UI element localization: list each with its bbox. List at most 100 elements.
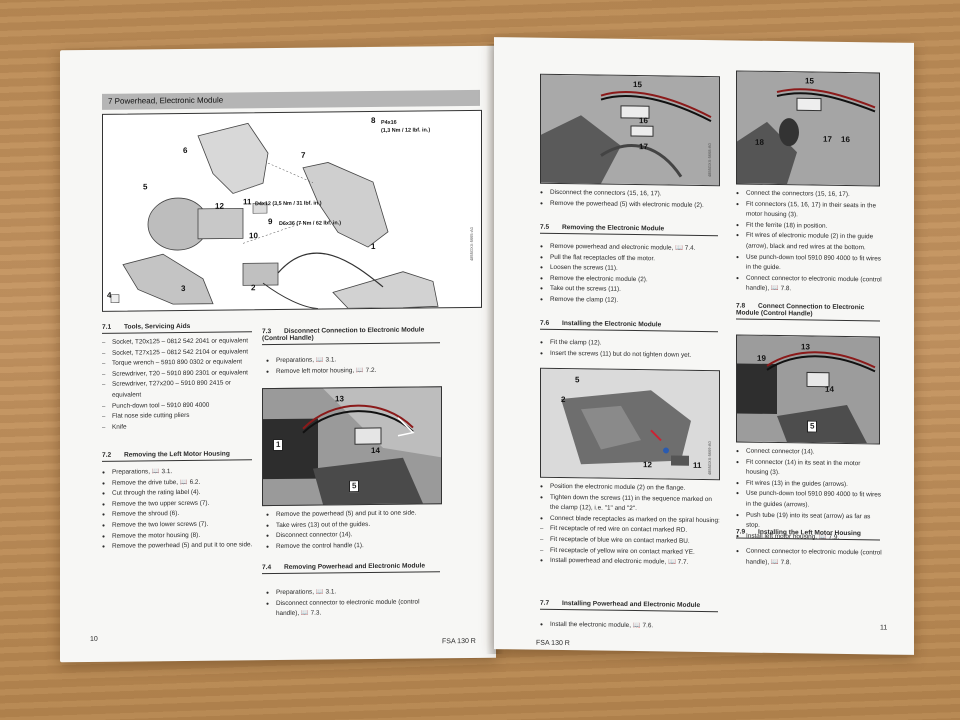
disconnect-steps: Preparations, 📖 3.1. Remove left motor h… xyxy=(266,354,444,377)
fig-callout-6: 6 xyxy=(183,145,188,155)
fig-callout-3: 3 xyxy=(181,283,186,294)
fig-spec-11: D4x12 (3,5 Nm / 31 lbf. in.) xyxy=(255,200,322,208)
fig-spec-9: D6x36 (7 Nm / 62 lbf. in.) xyxy=(279,220,342,227)
tools-list: Socket, T20x125 – 0812 542 2041 or equiv… xyxy=(102,336,257,433)
list-item: Insert the screws (11) but do not tighte… xyxy=(540,348,720,361)
photo-callout-17: 17 xyxy=(823,134,832,144)
photo-callout-17: 17 xyxy=(639,142,648,152)
photo-callout-14: 14 xyxy=(825,384,834,394)
section-title: Tools, Servicing Aids xyxy=(124,322,191,331)
section-number: 7.4 xyxy=(262,564,272,572)
disconnect-steps-after: Remove the powerhead (5) and put it to o… xyxy=(266,508,446,552)
list-item: Connect connector to electronic module (… xyxy=(736,273,882,296)
section-7-1-heading: 7.1 Tools, Servicing Aids xyxy=(102,322,252,334)
list-item: Use punch-down tool 5910 890 4000 to fit… xyxy=(736,252,882,275)
fig-callout-2: 2 xyxy=(251,283,256,293)
photo-code: 4855GXX-5669-A0 xyxy=(707,441,712,476)
list-item: Fit connector (14) in its seat in the mo… xyxy=(736,457,882,480)
right-footer-model: FSA 130 R xyxy=(536,639,570,648)
photo-callout-16: 16 xyxy=(639,116,648,126)
fig-callout-12: 12 xyxy=(215,201,224,211)
fig-spec-8: P4x16 xyxy=(381,119,397,126)
left-footer-model: FSA 130 R xyxy=(442,637,476,646)
install-housing-steps: Connect connector to electronic module (… xyxy=(736,546,882,569)
photo-callout-15: 15 xyxy=(805,76,814,86)
photo-drawing xyxy=(541,74,719,186)
ferrite-photo: 15 18 17 16 xyxy=(736,70,880,187)
photo-callout-14: 14 xyxy=(371,445,380,456)
left-page: 7 Powerhead, Electronic Module xyxy=(60,45,496,663)
exploded-diagram-figure: 6 7 8 P4x16 (1,3 Nm / 12 lbf. in.) 5 12 … xyxy=(102,109,482,312)
photo-callout-15: 15 xyxy=(633,80,642,90)
list-item: Tighten down the screws (11) in the sequ… xyxy=(540,492,720,516)
right-page: 15 16 17 4855GXX-5668-A0 Disconnect the … xyxy=(494,37,914,655)
section-7-9-heading: 7.9 Installing the Left Motor Housing xyxy=(736,528,880,541)
fig-callout-11: 11 xyxy=(243,197,252,207)
connect-connectors-steps: Connect the connectors (15, 16, 17). Fit… xyxy=(736,188,882,296)
control-handle-photo: 13 14 1 5 xyxy=(262,386,442,507)
exploded-diagram-drawing xyxy=(110,122,439,310)
photo-callout-11: 11 xyxy=(693,460,702,470)
photo-callout-19: 19 xyxy=(757,353,766,363)
photo-callout-16: 16 xyxy=(841,134,850,145)
list-item: Remove the powerhead (5) and put it to o… xyxy=(102,540,257,552)
photo-drawing xyxy=(737,335,879,444)
photo-callout-5: 5 xyxy=(807,420,818,433)
connectors-photo: 15 16 17 4855GXX-5668-A0 xyxy=(540,73,720,187)
list-item: Remove left motor housing, 📖 7.2. xyxy=(266,365,444,377)
section-number: 7.9 xyxy=(736,528,746,536)
remove-powerhead-steps: Preparations, 📖 3.1. Disconnect connecto… xyxy=(266,586,444,620)
photo-code: 4855GXX-5668-A0 xyxy=(707,143,712,178)
photo-drawing xyxy=(263,387,441,506)
install-module-steps-after: Position the electronic module (2) on th… xyxy=(540,482,720,569)
connect-handle-photo: 19 13 14 5 xyxy=(736,334,880,445)
section-title: Disconnect Connection to Electronic Modu… xyxy=(262,326,425,343)
section-title: Installing Powerhead and Electronic Modu… xyxy=(562,600,701,609)
list-item: Knife xyxy=(102,421,257,433)
left-page-number: 10 xyxy=(90,635,98,643)
fig-callout-10: 10 xyxy=(249,231,258,241)
section-title: Installing the Left Motor Housing xyxy=(758,528,861,538)
disconnect-connectors-steps: Disconnect the connectors (15, 16, 17). … xyxy=(540,188,720,212)
remove-left-housing-steps: Preparations, 📖 3.1. Remove the drive tu… xyxy=(102,466,257,552)
photo-callout-18: 18 xyxy=(755,137,764,147)
fig-spec-8b: (1,3 Nm / 12 lbf. in.) xyxy=(381,127,431,134)
list-item: Screwdriver, T27x200 – 5910 890 2415 or … xyxy=(102,379,257,402)
photo-callout-5: 5 xyxy=(349,480,360,493)
list-item: Install the electronic module, 📖 7.6. xyxy=(540,620,720,633)
photo-drawing xyxy=(541,368,719,480)
list-item: Remove the powerhead (5) with electronic… xyxy=(540,198,720,211)
right-page-number: 11 xyxy=(880,624,888,632)
fig-callout-4: 4 xyxy=(107,290,112,300)
chapter-heading: 7 Powerhead, Electronic Module xyxy=(102,89,480,110)
install-powerhead-steps: Install the electronic module, 📖 7.6. xyxy=(540,620,720,633)
section-title: Removing the Electronic Module xyxy=(562,224,665,233)
photo-callout-2: 2 xyxy=(561,395,566,405)
section-number: 7.2 xyxy=(102,451,112,459)
remove-module-steps: Remove powerhead and electronic module, … xyxy=(540,242,720,308)
section-title: Removing the Left Motor Housing xyxy=(124,450,230,459)
section-title: Installing the Electronic Module xyxy=(562,320,662,329)
fig-callout-8: 8 xyxy=(371,115,376,126)
photo-callout-1: 1 xyxy=(273,438,284,452)
photo-callout-13: 13 xyxy=(801,342,810,352)
list-item: Connect connector to electronic module (… xyxy=(736,546,882,569)
fig-callout-5: 5 xyxy=(143,182,148,192)
list-item: Remove the control handle (1). xyxy=(266,540,446,552)
section-7-2-heading: 7.2 Removing the Left Motor Housing xyxy=(102,450,252,462)
fig-callout-9: 9 xyxy=(268,217,273,227)
photo-callout-5: 5 xyxy=(575,375,580,385)
section-7-6-heading: 7.6 Installing the Electronic Module xyxy=(540,319,718,333)
fig-callout-1: 1 xyxy=(371,241,376,252)
fig-callout-7: 7 xyxy=(301,150,306,160)
section-number: 7.6 xyxy=(540,319,550,327)
list-item: Install powerhead and electronic module,… xyxy=(540,556,720,569)
section-number: 7.1 xyxy=(102,323,112,331)
photo-drawing xyxy=(737,71,879,186)
fig-code: 4855GXX-5665-A0 xyxy=(469,227,474,261)
